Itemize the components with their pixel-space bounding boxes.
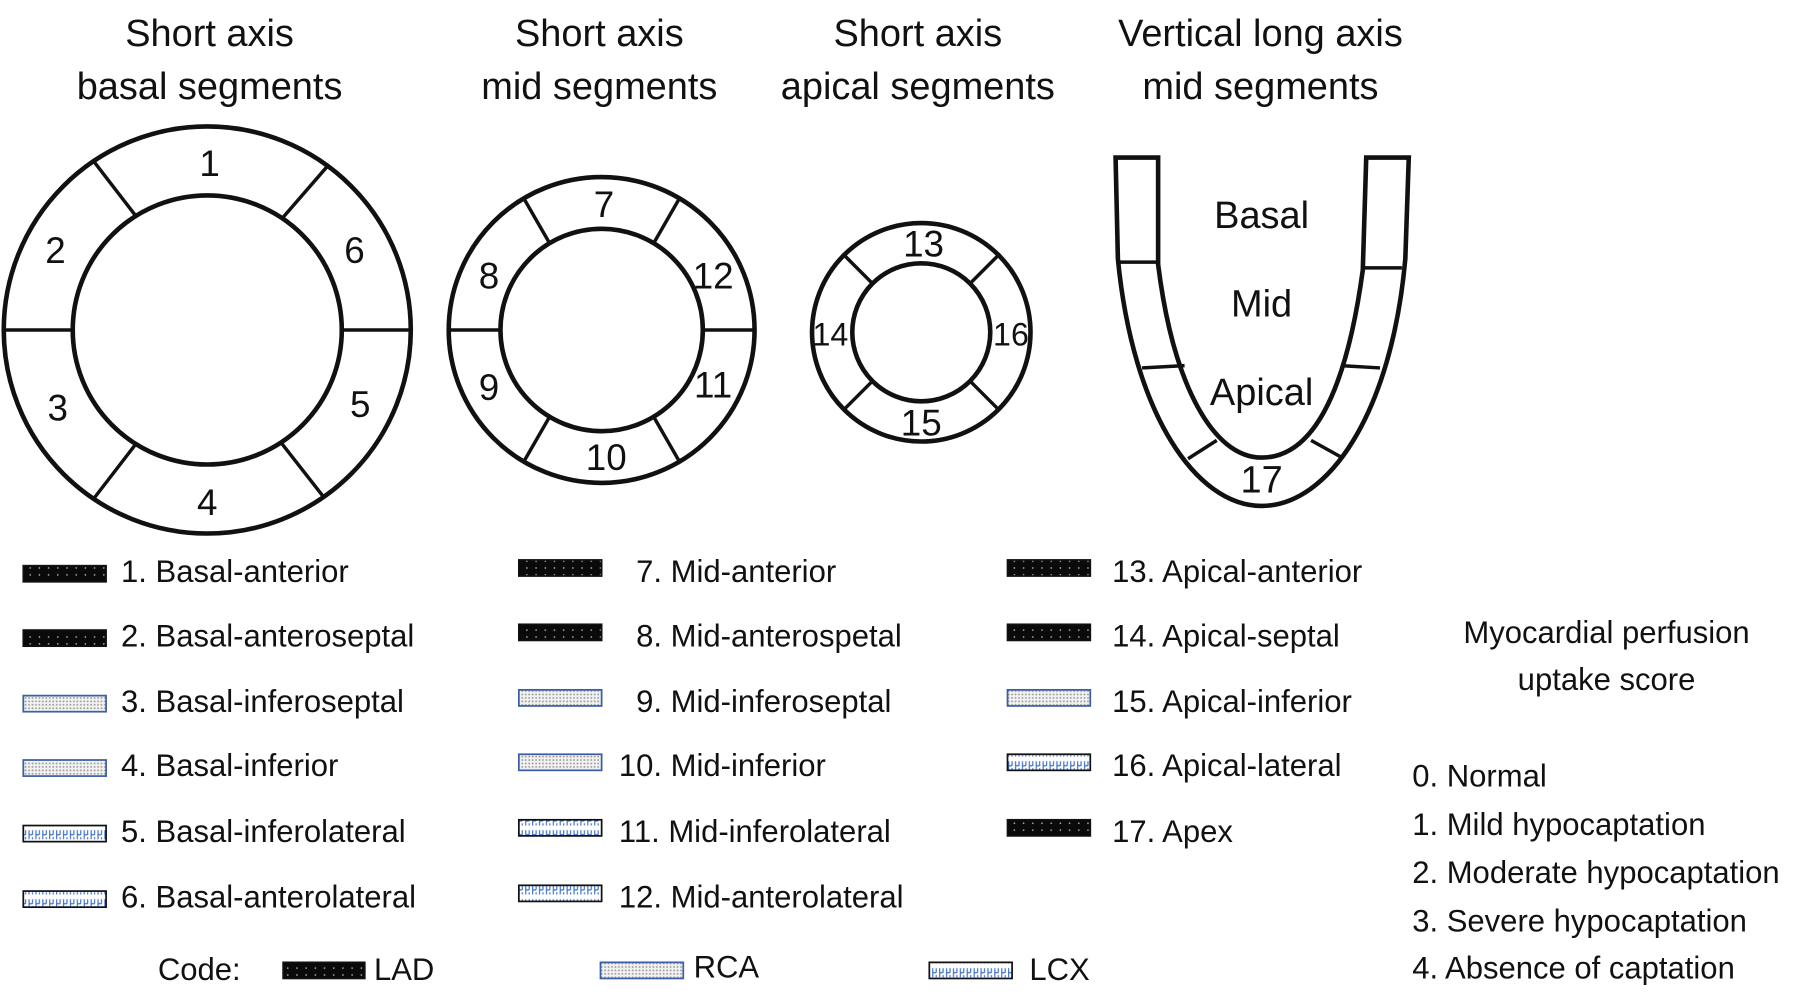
segment-label: 12 <box>693 255 734 296</box>
legend-item-label: 3. Basal-inferoseptal <box>121 684 404 719</box>
legend-swatch-rca <box>517 753 603 772</box>
legend-item-label: 4. Basal-inferior <box>121 748 338 783</box>
legend-swatch-rca <box>22 759 107 777</box>
segment-label: 10 <box>586 437 627 478</box>
code-lad: LAD <box>374 952 434 987</box>
segment-label: 3 <box>48 388 68 429</box>
score-item: 3. Severe hypocaptation <box>1412 903 1747 938</box>
score-title-line2: uptake score <box>1518 662 1696 697</box>
legend-item-label: 2. Basal-anteroseptal <box>121 618 414 653</box>
legend-swatch-lcx <box>1006 753 1092 772</box>
legend-item-label: 13. Apical-anterior <box>1112 554 1362 589</box>
segment-label: 15 <box>901 403 942 444</box>
score-item: 4. Absence of captation <box>1412 951 1735 986</box>
code-label: Code: <box>158 952 241 987</box>
lad-swatch <box>282 961 366 980</box>
title-mid-line2: mid segments <box>481 66 717 108</box>
legend-item-label: 12. Mid-anterolateral <box>619 879 904 914</box>
segment-label: 13 <box>903 223 944 264</box>
mid-ring <box>446 174 757 486</box>
segment-label: 6 <box>344 230 364 271</box>
legend-swatch-lad <box>517 623 603 642</box>
vla-apex-label: 17 <box>1241 460 1283 502</box>
legend-swatch-lad <box>22 564 107 583</box>
title-mid-line1: Short axis <box>515 13 684 55</box>
score-item: 2. Moderate hypocaptation <box>1412 855 1779 890</box>
title-apical-line2: apical segments <box>781 66 1055 108</box>
segment-label: 8 <box>479 255 499 296</box>
legend-swatch-rca <box>1006 688 1092 707</box>
segment-legend: 1. Basal-anterior 2. Basal-anteroseptal 3.… <box>22 554 1362 914</box>
legend-item-label: 15. Apical-inferior <box>1112 684 1352 719</box>
segment-label: 5 <box>350 384 370 425</box>
score-item: 1. Mild hypocaptation <box>1412 807 1705 842</box>
title-vla-line1: Vertical long axis <box>1118 13 1403 55</box>
legend-item-label: 1. Basal-anterior <box>121 554 349 589</box>
segment-label: 1 <box>199 143 219 184</box>
segment-label: 14 <box>813 317 849 353</box>
legend-swatch-lad <box>1006 818 1092 837</box>
legend-swatch-lcx <box>22 890 107 909</box>
vla-apical-label: Apical <box>1210 372 1313 414</box>
score-item: 0. Normal <box>1412 759 1547 794</box>
legend-swatch-lad <box>1006 559 1092 577</box>
code-lcx: LCX <box>1029 952 1090 987</box>
legend-item-label: 6. Basal-anterolateral <box>121 879 416 914</box>
legend-swatch-lcx <box>517 884 603 903</box>
title-vla-line2: mid segments <box>1142 66 1378 108</box>
legend-item-label: 9. Mid-inferoseptal <box>636 684 891 719</box>
vertical-long-axis-diagram <box>1113 155 1412 509</box>
segment-label: 16 <box>993 317 1029 353</box>
legend-swatch-lcx <box>517 818 603 837</box>
legend-item-label: 7. Mid-anterior <box>636 554 836 589</box>
segment-label: 4 <box>197 482 217 523</box>
apical-ring <box>809 220 1033 444</box>
title-basal-line1: Short axis <box>125 13 294 55</box>
legend-swatch-rca <box>517 688 603 707</box>
legend-item-label: 10. Mid-inferior <box>619 748 826 783</box>
lcx-swatch <box>928 961 1013 980</box>
legend-item-label: 17. Apex <box>1112 814 1233 849</box>
legend-swatch-lad <box>22 629 107 648</box>
legend-swatch-rca <box>22 694 107 713</box>
legend-item-label: 5. Basal-inferolateral <box>121 814 406 849</box>
rca-swatch <box>599 961 685 980</box>
title-basal-line2: basal segments <box>77 66 343 108</box>
vla-basal-label: Basal <box>1214 195 1309 237</box>
legend-swatch-lad <box>517 559 603 577</box>
legend-swatch-lad <box>1006 623 1092 642</box>
segment-label: 9 <box>479 367 499 408</box>
basal-ring <box>1 124 414 536</box>
title-apical-line1: Short axis <box>833 13 1002 55</box>
segment-label: 7 <box>594 184 614 225</box>
code-rca: RCA <box>694 949 760 984</box>
legend-item-label: 11. Mid-inferolateral <box>619 814 891 849</box>
score-title-line1: Myocardial perfusion <box>1463 615 1749 650</box>
segment-label: 2 <box>45 230 65 271</box>
segment-label: 11 <box>694 365 732 406</box>
legend-item-label: 14. Apical-septal <box>1112 618 1340 653</box>
legend-swatch-lcx <box>22 824 107 843</box>
legend-item-label: 16. Apical-lateral <box>1112 748 1341 783</box>
legend-item-label: 8. Mid-anterospetal <box>636 618 902 653</box>
vla-mid-label: Mid <box>1231 284 1292 326</box>
